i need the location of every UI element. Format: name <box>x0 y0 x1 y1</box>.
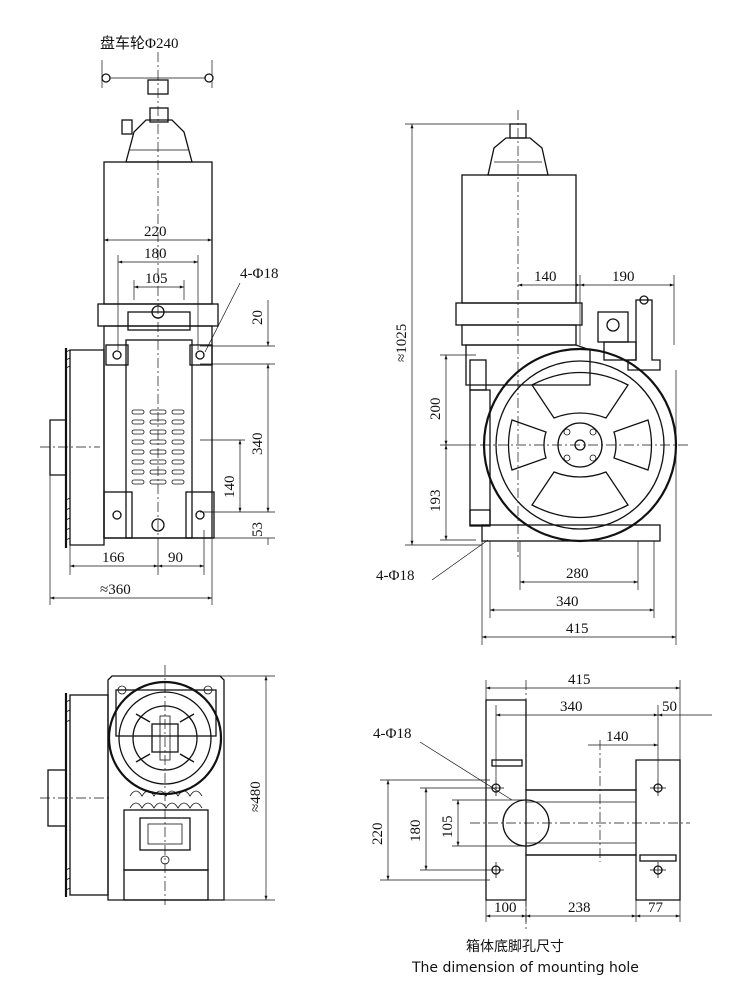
base-dim-105: 105 <box>440 816 456 839</box>
side-dim-193: 193 <box>428 490 444 513</box>
front-cooling-fins <box>131 409 185 485</box>
base-dim-100: 100 <box>494 900 517 916</box>
base-dim-238: 238 <box>568 900 591 916</box>
base-holes-label: 4-Φ18 <box>373 726 411 742</box>
side-holes-label: 4-Φ18 <box>376 568 414 584</box>
side-dim-340: 340 <box>556 594 579 610</box>
front-dim-220: 220 <box>144 224 167 240</box>
base-dim-77: 77 <box>648 900 664 916</box>
front-holes-label: 4-Φ18 <box>240 266 278 282</box>
base-dim-415: 415 <box>568 672 591 688</box>
side-dim-280: 280 <box>566 566 589 582</box>
front-dim-20: 20 <box>250 310 266 325</box>
front-view: 盘车轮Φ240 <box>40 34 278 605</box>
base-dim-50: 50 <box>662 699 677 715</box>
top-view: ≈480 <box>40 665 275 905</box>
base-dim-180: 180 <box>408 820 424 843</box>
side-dim-200: 200 <box>428 398 444 421</box>
side-view: ≈1025 200 193 140 190 4-Φ18 280 340 415 <box>376 110 690 645</box>
base-dim-140: 140 <box>606 729 629 745</box>
base-caption-cn: 箱体底脚孔尺寸 <box>466 939 564 955</box>
side-dim-415: 415 <box>566 621 589 637</box>
front-dim-53: 53 <box>250 522 266 537</box>
front-dim-340: 340 <box>250 433 266 456</box>
side-dim-140: 140 <box>534 269 557 285</box>
front-dim-140: 140 <box>222 476 238 499</box>
front-handwheel-label: 盘车轮Φ240 <box>100 34 178 52</box>
front-dim-166: 166 <box>102 550 125 566</box>
base-dim-220: 220 <box>370 823 386 846</box>
front-dim-360: ≈360 <box>100 582 131 598</box>
base-view: 415 340 50 140 4-Φ18 220 180 105 100 23 <box>370 672 712 976</box>
front-dim-105: 105 <box>145 271 168 287</box>
base-caption-en: The dimension of mounting hole <box>411 960 639 976</box>
base-dim-340: 340 <box>560 699 583 715</box>
side-dim-1025: ≈1025 <box>394 324 410 362</box>
side-dim-190: 190 <box>612 269 635 285</box>
top-dim-480: ≈480 <box>248 781 264 812</box>
front-dim-180: 180 <box>144 246 167 262</box>
front-dim-90: 90 <box>168 550 183 566</box>
